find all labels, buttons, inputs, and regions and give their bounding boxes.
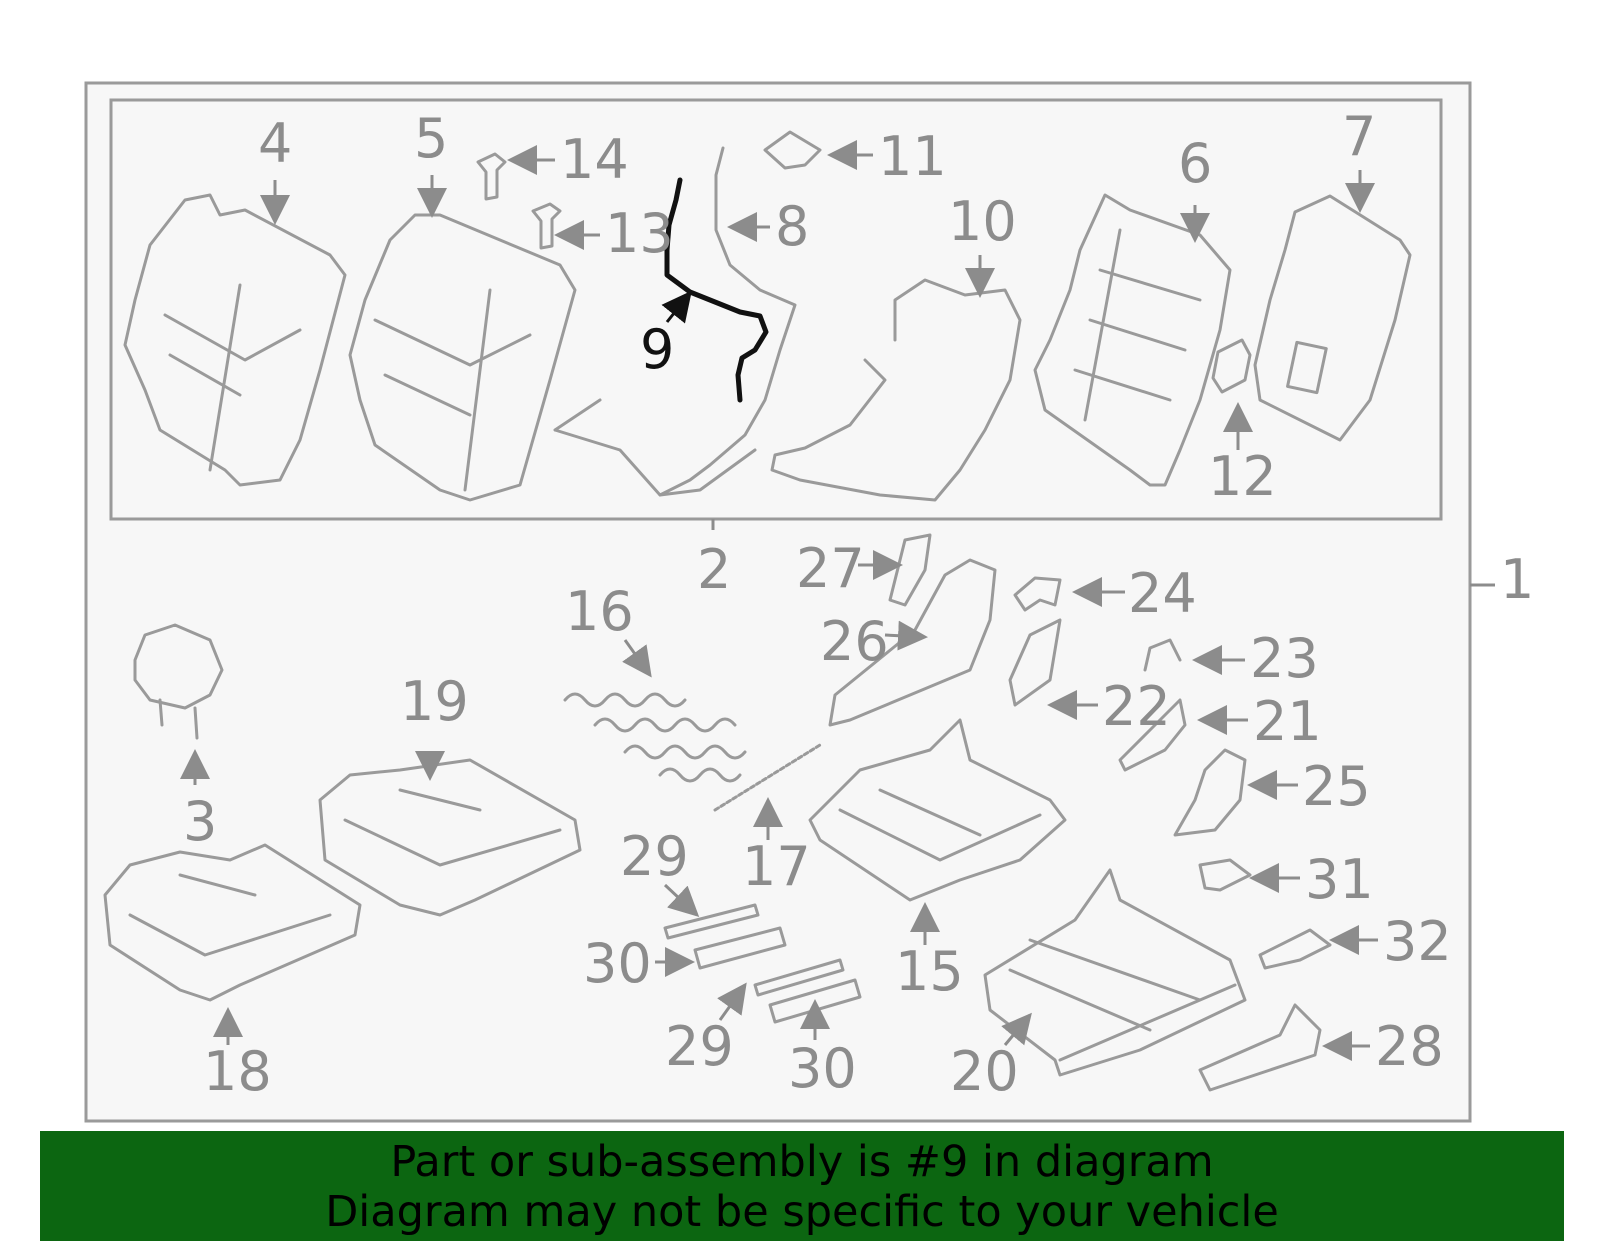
callout-1: 1 [1500,548,1534,611]
callout-17: 17 [742,835,811,898]
callout-29-lower: 29 [665,1015,734,1078]
callout-11: 11 [878,125,947,188]
part-6-seatback-frame [1033,193,1232,487]
part-27-trim [888,533,932,607]
part-13-guide [531,202,562,250]
part-18-cushion-cover [103,843,362,1002]
part-25-cover [1173,748,1247,837]
part-20-seat-track [983,868,1247,1077]
part-30-cover-upper [693,926,787,970]
callout-14: 14 [560,128,629,191]
callout-23: 23 [1250,627,1319,690]
callout-5: 5 [414,107,448,170]
callout-leaders [180,140,1495,1061]
part-29-cover-upper [663,903,760,940]
part-11-clip [763,130,822,170]
callout-24: 24 [1128,562,1197,625]
part-16-springs [563,692,747,783]
part-26-side-cover [828,558,997,727]
callout-10: 10 [948,190,1017,253]
callout-7: 7 [1342,105,1376,168]
callout-4: 4 [258,112,292,175]
info-banner: Part or sub-assembly is #9 in diagram Di… [40,1131,1564,1241]
callout-26: 26 [820,610,889,673]
callout-32: 32 [1383,910,1452,973]
part-22-bracket [1008,618,1062,707]
callout-2: 2 [697,538,731,601]
callout-9-highlighted: 9 [640,318,674,381]
callout-22: 22 [1102,675,1171,738]
callout-18: 18 [203,1040,272,1103]
callout-29-upper: 29 [620,825,689,888]
callout-3: 3 [183,790,217,853]
part-3-headrest [133,623,224,740]
part-4-seatback-cover [123,193,347,487]
banner-line-2: Diagram may not be specific to your vehi… [325,1187,1279,1237]
callout-12: 12 [1208,445,1277,508]
part-28-trim [1198,1003,1322,1092]
banner-line-1: Part or sub-assembly is #9 in diagram [390,1137,1214,1187]
part-7-back-panel [1253,194,1412,442]
callout-30-lower: 30 [788,1037,857,1100]
callout-8: 8 [775,195,809,258]
callout-27: 27 [796,537,865,600]
part-17-wire [713,743,822,812]
callout-6: 6 [1178,132,1212,195]
callout-21: 21 [1253,690,1322,753]
callout-19: 19 [400,670,469,733]
callout-28: 28 [1375,1015,1444,1078]
callout-15: 15 [895,940,964,1003]
part-30-cover-lower [768,978,862,1024]
part-19-cushion-pad [318,758,582,917]
part-31-clip [1198,858,1252,892]
part-8-cable [553,146,797,497]
callout-labels: 1 2 3 4 5 6 7 8 9 10 11 12 13 14 15 16 1… [183,105,1534,1103]
callout-31: 31 [1305,848,1374,911]
part-15-cushion-frame [808,718,1067,902]
callout-16: 16 [565,580,634,643]
part-5-seatback-cover [348,213,577,502]
callout-20: 20 [950,1040,1019,1103]
part-14-guide [476,152,507,201]
part-32-trim [1258,928,1332,970]
part-9-cable [664,177,769,403]
seatback-frame [109,98,1443,521]
callout-30-upper: 30 [583,932,652,995]
part-10-cable [770,278,1022,502]
callout-13: 13 [605,202,674,265]
part-21-bracket [1118,698,1187,772]
part-23-clip [1143,638,1182,672]
part-29-cover-lower [753,958,845,997]
callout-25: 25 [1302,755,1371,818]
part-12-knob [1211,338,1252,394]
part-24-bracket [1013,576,1062,612]
